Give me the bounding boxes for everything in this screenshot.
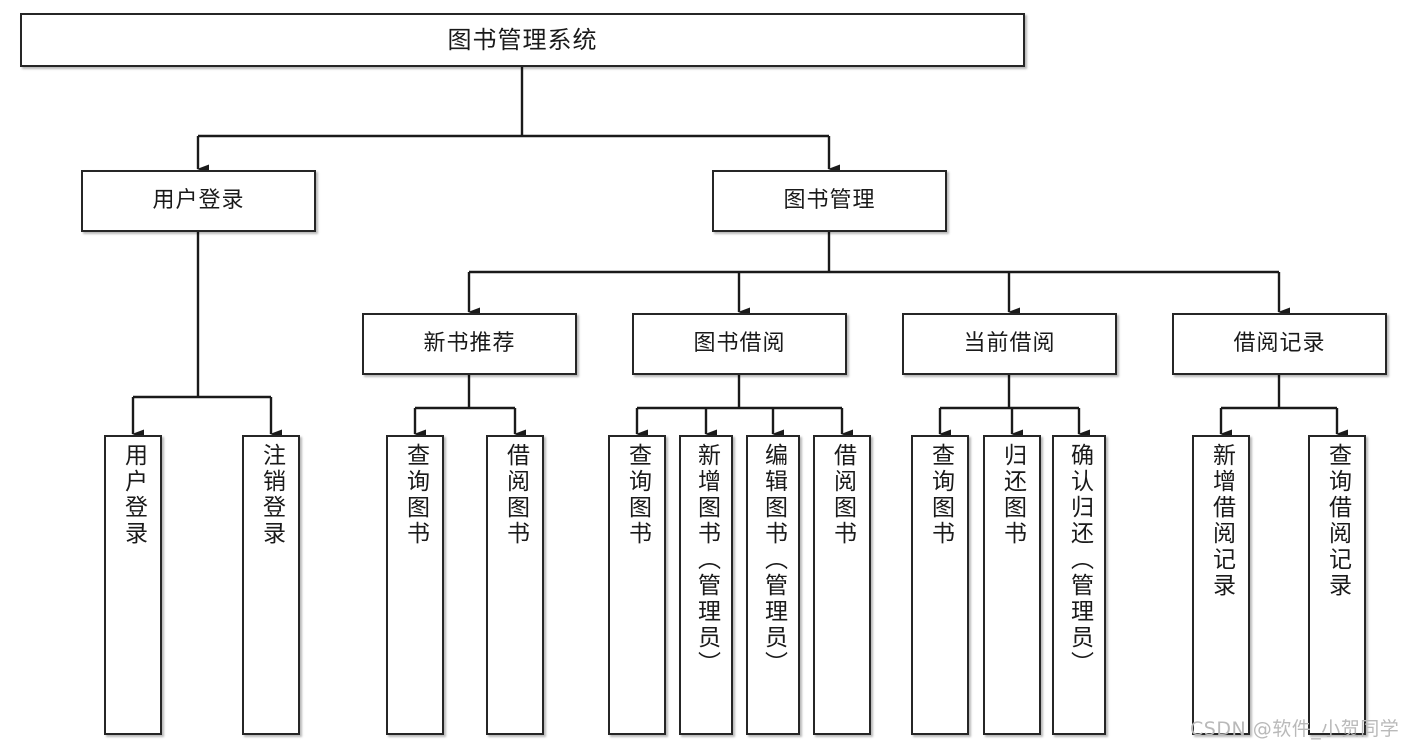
node-label: 查询借阅记录 xyxy=(1324,443,1351,599)
node-label: 用户登录 xyxy=(120,443,147,547)
node-leaf-user-login[interactable]: 用户登录 xyxy=(104,435,162,735)
node-borrow-record[interactable]: 借阅记录 xyxy=(1172,313,1387,375)
node-user-login[interactable]: 用户登录 xyxy=(81,170,316,232)
node-label: 当前借阅 xyxy=(963,330,1056,356)
node-label: 借阅图书 xyxy=(502,443,529,547)
node-new-book-rec[interactable]: 新书推荐 xyxy=(362,313,577,375)
connector-layer xyxy=(131,67,1348,439)
node-leaf-query-book-2[interactable]: 查询图书 xyxy=(608,435,666,735)
csdn-watermark: CSDN @软件_小贺同学 xyxy=(1190,718,1400,740)
node-label: 确认归还（管理员） xyxy=(1066,443,1093,677)
node-label: 新增图书（管理员） xyxy=(693,443,720,677)
node-label: 查询图书 xyxy=(402,443,429,547)
node-leaf-query-record[interactable]: 查询借阅记录 xyxy=(1308,435,1366,735)
node-label: 编辑图书（管理员） xyxy=(760,443,787,677)
node-leaf-borrow-book-1[interactable]: 借阅图书 xyxy=(486,435,544,735)
node-label: 借阅图书 xyxy=(829,443,856,547)
node-leaf-query-book-3[interactable]: 查询图书 xyxy=(911,435,969,735)
node-label: 新书推荐 xyxy=(423,330,516,356)
node-leaf-logout[interactable]: 注销登录 xyxy=(242,435,300,735)
node-label: 图书管理 xyxy=(783,187,876,213)
node-label: 借阅记录 xyxy=(1233,330,1326,356)
node-leaf-edit-book[interactable]: 编辑图书（管理员） xyxy=(746,435,800,735)
node-current-borrow[interactable]: 当前借阅 xyxy=(902,313,1117,375)
node-leaf-return-book[interactable]: 归还图书 xyxy=(983,435,1041,735)
node-book-manage[interactable]: 图书管理 xyxy=(712,170,947,232)
node-label: 用户登录 xyxy=(152,187,245,213)
node-leaf-add-book[interactable]: 新增图书（管理员） xyxy=(679,435,733,735)
node-leaf-confirm-ret[interactable]: 确认归还（管理员） xyxy=(1052,435,1106,735)
node-book-borrow[interactable]: 图书借阅 xyxy=(632,313,847,375)
node-leaf-query-book-1[interactable]: 查询图书 xyxy=(386,435,444,735)
node-label: 图书管理系统 xyxy=(447,25,598,54)
node-label: 图书借阅 xyxy=(693,330,786,356)
node-label: 查询图书 xyxy=(927,443,954,547)
node-leaf-add-record[interactable]: 新增借阅记录 xyxy=(1192,435,1250,735)
node-label: 归还图书 xyxy=(999,443,1026,547)
node-label: 注销登录 xyxy=(258,443,285,547)
node-root[interactable]: 图书管理系统 xyxy=(20,13,1025,67)
node-label: 查询图书 xyxy=(624,443,651,547)
node-leaf-borrow-book-2[interactable]: 借阅图书 xyxy=(813,435,871,735)
node-label: 新增借阅记录 xyxy=(1208,443,1235,599)
